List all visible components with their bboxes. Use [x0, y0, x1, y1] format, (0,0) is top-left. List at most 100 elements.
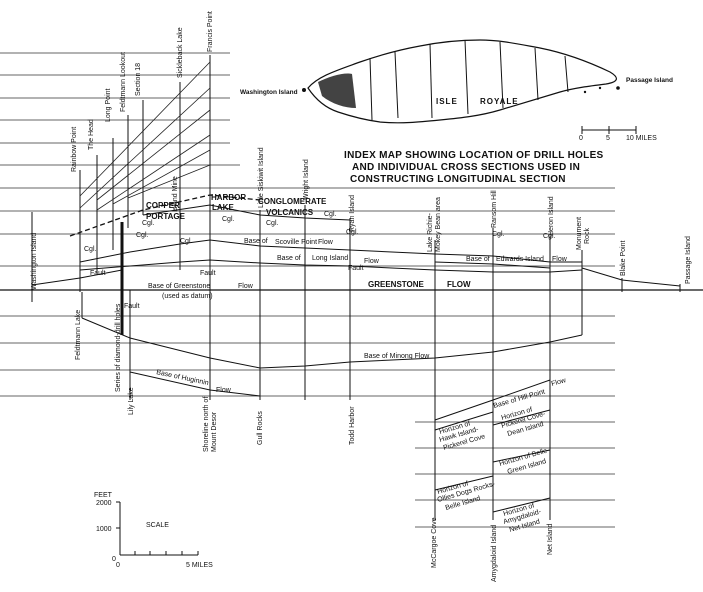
edwards-label: Edwards Island	[496, 256, 544, 263]
locality-rock: Rock	[584, 228, 591, 244]
base-of-label-1: Base of	[244, 238, 268, 245]
series-drill-holes: Series of diamond-drill holes	[115, 303, 122, 392]
cgl-label-3: Cgl.	[180, 238, 193, 245]
fault-label-2: Fault	[200, 270, 216, 277]
flow-label-4: Flow	[238, 283, 254, 290]
locality-francis-point: Francis Point	[207, 11, 214, 52]
scale-tick-1000: 1000	[96, 526, 112, 533]
locality-feldtmann-lookout: Feldtmann Lookout	[120, 52, 127, 112]
scale-word: SCALE	[146, 522, 169, 529]
index-map: Washington Island Passage Island ISLE RO…	[240, 39, 673, 185]
base-of-label-2: Base of	[277, 255, 301, 262]
base-of-label-3: Base of	[466, 256, 490, 263]
unit-lake: LAKE	[212, 203, 234, 212]
map-label-washington: Washington Island	[240, 89, 298, 96]
fault-label-4: Fault	[124, 303, 140, 310]
passage-island-dot	[616, 86, 620, 90]
contact-lines	[31, 194, 681, 513]
locality-island-mine: Island Mine	[172, 176, 179, 212]
unit-labels: COPPER HARBOR PORTAGE LAKE CONGLOMERATE …	[146, 193, 471, 289]
locality-heron-island: Heron Island	[548, 196, 555, 236]
map-scale-10: 10 MILES	[626, 135, 657, 142]
diagonal-correlations	[79, 61, 211, 211]
unit-flow: FLOW	[447, 280, 471, 289]
cgl-label-10: Cgl.	[543, 233, 556, 240]
map-scale-5: 5	[606, 135, 610, 142]
scale-miles-zero: 0	[116, 562, 120, 569]
fault-label-1: Fault	[90, 270, 106, 277]
locality-lake-richie: Lake Richie-	[427, 212, 434, 252]
locality-mokey-bean: Mokey Bean area	[435, 197, 442, 252]
flow-label-6: Flow	[551, 377, 568, 388]
scale-miles-label: 5 MILES	[186, 562, 213, 569]
flow-label-1: Flow	[318, 239, 334, 246]
scale-tick-2000: 2000	[96, 500, 112, 507]
map-title-line-2: AND INDIVIDUAL CROSS SECTIONS USED IN	[352, 162, 580, 173]
locality-washington-island: Washington Island	[31, 233, 38, 290]
locality-feldtmann-lake: Feldtmann Lake	[75, 310, 82, 360]
cgl-label-2: Cgl.	[136, 232, 149, 239]
locality-gull-rocks: Gull Rocks	[257, 411, 264, 445]
locality-mount-desor: Mount Desor	[211, 411, 218, 452]
reference-lines	[0, 52, 615, 528]
cgl-label-6: Cgl.	[324, 211, 337, 218]
locality-shoreline-north: Shoreline north of	[203, 397, 210, 452]
cgl-label-8: Cgl.	[346, 229, 359, 236]
long-island-label: Long Island	[312, 255, 348, 262]
scale-block: FEET 2000 1000 0 SCALE 5 MILES 0	[94, 492, 213, 569]
map-label-passage: Passage Island	[626, 77, 673, 84]
base-greenstone-label: Base of Greenstone	[148, 283, 210, 290]
locality-amygdaloid-island: Amygdaloid Island	[491, 525, 498, 582]
cgl-label-4: Cgl.	[222, 216, 235, 223]
map-title-line-3: CONSTRUCTING LONGITUDINAL SECTION	[350, 174, 566, 185]
unit-greenstone: GREENSTONE	[368, 280, 425, 289]
unit-portage: PORTAGE	[146, 212, 186, 221]
locality-ryan-island: Ryan Island	[349, 195, 356, 232]
washington-island-dot	[302, 88, 306, 92]
locality-mccargoe-cove: McCargoe Cove	[431, 517, 438, 568]
locality-section-18: Section 18	[135, 63, 142, 96]
base-hill-point-label: Base of Hill Point	[493, 388, 546, 409]
locality-net-island: Net Island	[547, 523, 554, 555]
unit-volcanics: VOLCANICS	[266, 208, 314, 217]
locality-ransom-hill: Ransom Hill	[491, 190, 498, 228]
base-huginnin-label: Base of Huginnin	[156, 369, 210, 387]
flow-label-3: Flow	[552, 256, 568, 263]
cgl-label-1: Cgl.	[84, 246, 97, 253]
map-title-line-1: INDEX MAP SHOWING LOCATION OF DRILL HOLE…	[344, 150, 604, 161]
locality-little-siskiwit: Little Siskiwit Island	[258, 147, 265, 208]
scale-feet-label: FEET	[94, 492, 113, 499]
map-label-isle: ISLE	[436, 97, 458, 106]
locality-long-point: Long Point	[105, 88, 112, 122]
fault-label-3: Fault	[348, 265, 364, 272]
unit-conglomerate: CONGLOMERATE	[258, 197, 327, 206]
locality-rainbow-point: Rainbow Point	[71, 127, 78, 172]
locality-todd-harbor: Todd Harbor	[349, 406, 356, 445]
map-section-lines	[369, 39, 569, 121]
locality-the-head: The Head	[88, 119, 95, 150]
scale-tick-0: 0	[112, 556, 116, 563]
west-shore-shading	[318, 73, 356, 108]
map-scale-bar	[581, 126, 637, 134]
locality-passage-island: Passage Island	[685, 236, 692, 284]
locality-lily-lake: Lily Lake	[128, 387, 135, 415]
locality-sickleback-lake: Sickleback Lake	[177, 27, 184, 78]
annotations: Cgl. Cgl. Cgl. Cgl. Cgl. Cgl. Cgl. Cgl. …	[84, 211, 568, 534]
scale-axes	[116, 501, 199, 556]
cgl-label-7: Cgl.	[142, 220, 155, 227]
locality-blake-point: Blake Point	[620, 241, 627, 276]
isle-royale-outline	[307, 39, 617, 124]
locality-labels: Washington Island Rainbow Point The Head…	[31, 11, 692, 582]
cgl-label-9: Cgl.	[492, 231, 505, 238]
flow-label-2: Flow	[364, 258, 380, 265]
section-verticals	[31, 55, 681, 520]
datum-label: (used as datum)	[162, 293, 213, 300]
unit-copper: COPPER	[146, 201, 180, 210]
unit-harbor: HARBOR	[211, 193, 246, 202]
map-label-royale: ROYALE	[480, 97, 519, 106]
locality-monument: Monument	[576, 217, 583, 250]
cgl-label-5: Cgl.	[266, 220, 279, 227]
base-minong-label: Base of Minong Flow	[364, 353, 430, 360]
flow-label-5: Flow	[216, 387, 232, 394]
